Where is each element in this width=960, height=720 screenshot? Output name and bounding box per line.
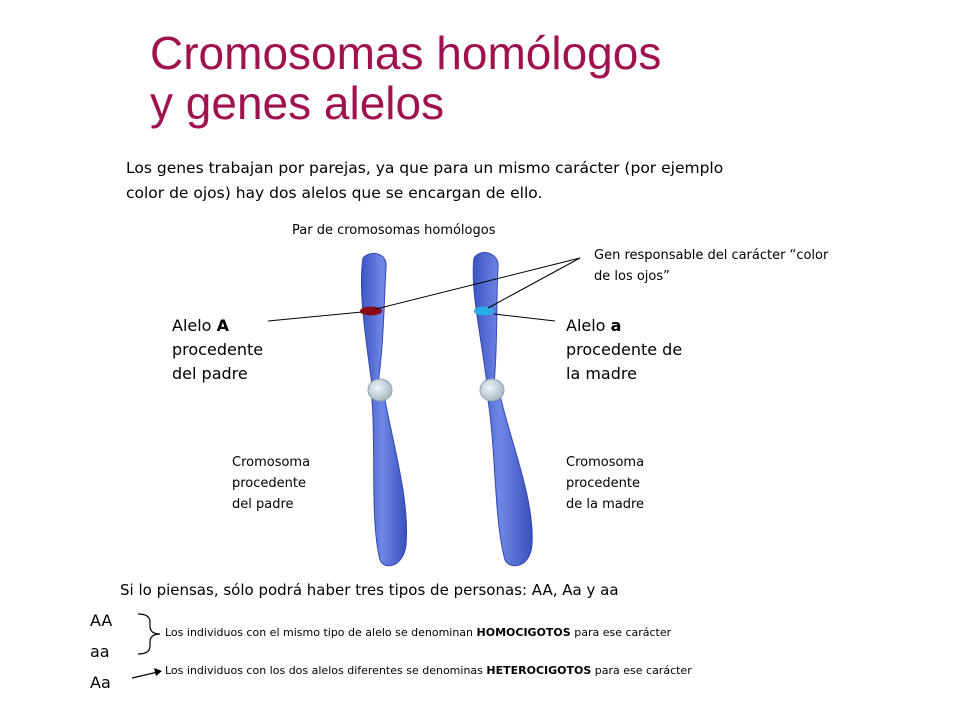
heterozygous-def-after: para ese carácter [591, 664, 692, 677]
homozygous-def-after: para ese carácter [570, 626, 672, 639]
homozygous-def-before: Los individuos con el mismo tipo de alel… [165, 626, 477, 639]
intro-text: Los genes trabajan por parejas, ya que p… [126, 159, 724, 202]
allele-a-prefix: Alelo [566, 316, 611, 335]
chromosome-mother-line-3: de la madre [566, 497, 645, 512]
allele-A-letter: A [216, 316, 229, 335]
gene-pointer-line-1 [375, 257, 581, 310]
homozygous-definition: Los individuos con el mismo tipo de alel… [165, 626, 671, 639]
homozygous-brace [137, 613, 161, 655]
allele-A-pointer [267, 311, 363, 322]
homozygous-term: HOMOCIGOTOS [476, 626, 571, 639]
chromosome-father-line-1: Cromosoma [232, 455, 311, 470]
allele-a-marker [474, 306, 494, 316]
title-line-1: Cromosomas homólogos [150, 27, 662, 79]
chromosome-father-label: Cromosoma procedente del padre [232, 452, 310, 515]
allele-a-pointer [493, 313, 556, 322]
allele-a-line-3: la madre [566, 364, 637, 383]
page-title: Cromosomas homólogos y genes alelos [150, 28, 661, 128]
chromosome-father [360, 252, 408, 567]
summary-text: Si lo piensas, sólo podrá haber tres tip… [120, 581, 619, 599]
pair-label: Par de cromosomas homólogos [292, 223, 496, 238]
allele-a-label: Alelo a procedente de la madre [566, 314, 682, 386]
genotype-Aa: Aa [90, 673, 111, 692]
gene-label-line-1: Gen responsable del carácter “color [594, 248, 829, 263]
gene-label: Gen responsable del carácter “color de l… [594, 245, 828, 287]
chromosome-mother-line-1: Cromosoma [566, 455, 645, 470]
genotype-aa: aa [90, 642, 110, 661]
allele-a-line-2: procedente de [566, 340, 683, 359]
allele-A-prefix: Alelo [172, 316, 217, 335]
gene-label-line-2: de los ojos” [594, 269, 670, 284]
gene-pointer-line-2 [487, 257, 581, 309]
heterozygous-def-before: Los individuos con los dos alelos difere… [165, 664, 487, 677]
title-line-2: y genes alelos [150, 77, 445, 129]
heterozygous-term: HETEROCIGOTOS [486, 664, 592, 677]
centromere-father [367, 378, 393, 402]
heterozygous-arrow-line [131, 671, 159, 679]
chromosome-mother [472, 252, 533, 567]
allele-a-letter: a [610, 316, 622, 335]
allele-A-line-2: procedente [172, 340, 264, 359]
genotype-AA: AA [90, 611, 113, 630]
chromosome-father-line-2: procedente [232, 476, 306, 491]
chromosome-father-line-3: del padre [232, 497, 294, 512]
heterozygous-definition: Los individuos con los dos alelos difere… [165, 664, 692, 677]
chromosome-mother-label: Cromosoma procedente de la madre [566, 452, 644, 515]
chromosome-mother-line-2: procedente [566, 476, 640, 491]
centromere-mother [479, 378, 505, 402]
allele-A-label: Alelo A procedente del padre [172, 314, 263, 386]
heterozygous-arrow-head [154, 668, 162, 676]
allele-A-line-3: del padre [172, 364, 248, 383]
